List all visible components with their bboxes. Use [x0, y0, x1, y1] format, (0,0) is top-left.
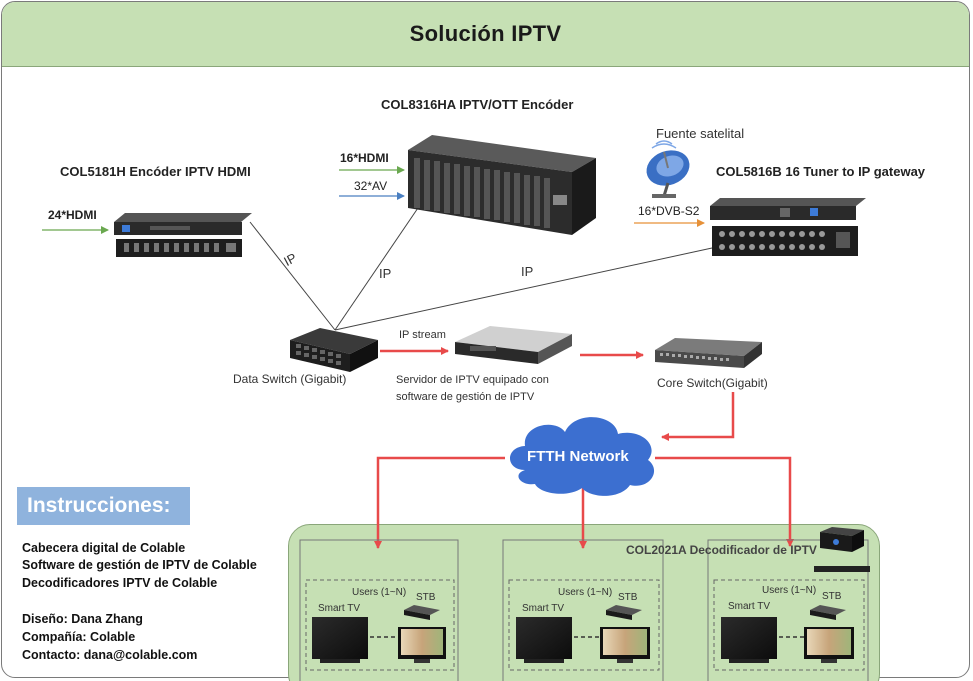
smart-tv-label-2: Smart TV: [522, 603, 565, 614]
ftth-network-label: FTTH Network: [527, 448, 629, 465]
stb-label-1: STB: [416, 592, 436, 603]
hdmi24-label: 24*HDMI: [48, 208, 97, 222]
ftth-to-users1-arrow: [374, 456, 505, 549]
instructions-heading-box: Instrucciones:: [17, 487, 190, 525]
stb-icon: [810, 605, 846, 615]
data-switch-device: [290, 328, 378, 372]
instructions-line-3: Decodificadores IPTV de Colable: [22, 576, 218, 590]
smart-tv-icon: [312, 617, 368, 659]
users-label-2: Users (1~N): [558, 587, 613, 598]
satellite-dish-icon: [646, 140, 690, 198]
smart-tv-label-1: Smart TV: [318, 603, 361, 614]
designer-line: Diseño: Dana Zhang: [22, 612, 143, 626]
iptv-server-device: [455, 326, 572, 364]
gateway-device: [710, 198, 866, 256]
ip-line-gateway: [334, 247, 713, 331]
ip-line-encoder-ott: [334, 204, 421, 331]
user-group-3: [707, 539, 869, 681]
ftth-to-users3-arrow: [655, 456, 794, 547]
page-title: Solución IPTV: [409, 21, 562, 46]
stb-label-2: STB: [618, 592, 638, 603]
ip-stream-label: IP stream: [399, 329, 446, 341]
instructions-heading: Instrucciones:: [27, 494, 171, 517]
stb-icon: [606, 605, 642, 615]
dvbs2-label: 16*DVB-S2: [638, 204, 700, 218]
data-switch-label: Data Switch (Gigabit): [233, 372, 347, 386]
encoder-ott-label: COL8316HA IPTV/OTT Encóder: [381, 97, 574, 112]
smart-tv-icon: [516, 617, 572, 659]
user-group-1: [299, 539, 459, 681]
stb-label-3: STB: [822, 591, 842, 602]
instructions-line-1: Cabecera digital de Colable: [22, 541, 186, 555]
core-switch-label: Core Switch(Gigabit): [657, 376, 768, 390]
stb-icon: [404, 605, 440, 615]
encoder-ott-device: [408, 135, 596, 235]
user-group-2: [502, 539, 664, 681]
gateway-label: COL5816B 16 Tuner to IP gateway: [716, 164, 926, 179]
ip-label-3: IP: [521, 264, 534, 279]
instructions-line-2: Software de gestión de IPTV de Colable: [22, 558, 257, 572]
satellite-source-label: Fuente satelital: [656, 126, 745, 141]
server-label-line2: software de gestión de IPTV: [396, 391, 535, 403]
company-line: Compañía: Colable: [22, 630, 136, 644]
server-label-line1: Servidor de IPTV equipado con: [396, 374, 549, 386]
core-to-ftth-arrow: [661, 392, 735, 441]
ftth-cloud-icon: [510, 417, 655, 496]
decoder-label: COL2021A Decodificador de IPTV: [626, 543, 817, 557]
smart-tv-label-3: Smart TV: [728, 601, 771, 612]
ip-line-encoder-hdmi: [249, 221, 336, 331]
core-switch-device: [655, 338, 762, 368]
title-bar: Solución IPTV: [2, 2, 969, 67]
encoder-hdmi-device: [114, 213, 252, 257]
users-label-3: Users (1~N): [762, 585, 817, 596]
ip-label-2: IP: [379, 266, 392, 281]
encoder-hdmi-label: COL5181H Encóder IPTV HDMI: [60, 164, 251, 179]
av32-label: 32*AV: [354, 179, 388, 193]
smart-tv-icon: [721, 617, 777, 659]
users-label-1: Users (1~N): [352, 587, 407, 598]
contact-line: Contacto: dana@colable.com: [22, 648, 198, 662]
decoder-product-icon: [814, 527, 870, 572]
hdmi16-label: 16*HDMI: [340, 151, 389, 165]
